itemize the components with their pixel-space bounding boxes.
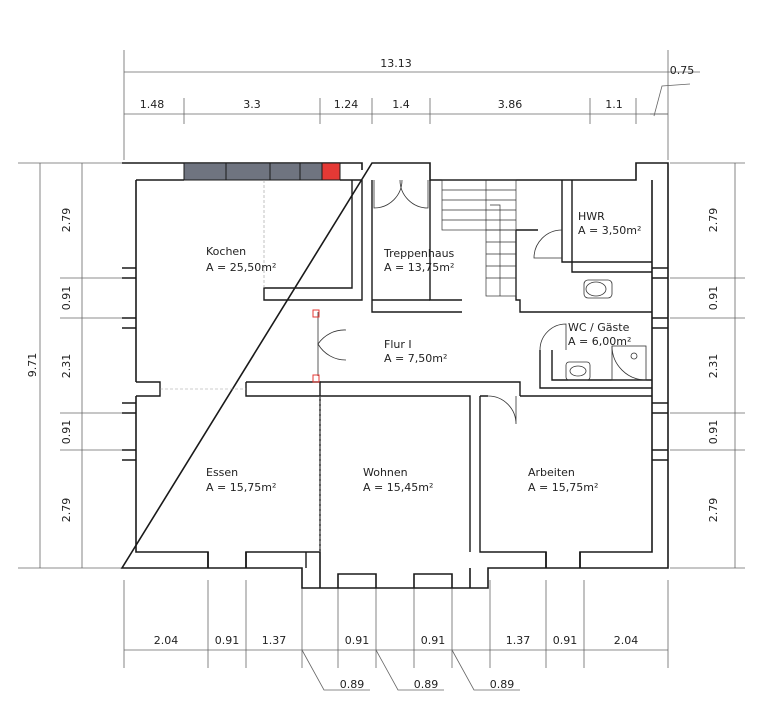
room-name-treppenhaus: Treppenhaus (383, 247, 455, 260)
dim-overall-width: 13.13 (380, 57, 412, 70)
room-area-arbeiten: A = 15,75m² (528, 481, 598, 494)
dim-bottom-1: 2.04 (154, 634, 179, 647)
room-area-treppenhaus: A = 13,75m² (384, 261, 454, 274)
chimney (321, 162, 341, 181)
dim-top-2: 3.3 (243, 98, 261, 111)
kitchen-counter (183, 162, 323, 181)
dim-bottom-offset-1: 0.89 (340, 678, 365, 691)
opening-lines (160, 180, 321, 552)
room-name-wc: WC / Gäste (568, 321, 630, 334)
room-name-flur: Flur I (384, 338, 412, 351)
dim-top-6: 1.1 (605, 98, 623, 111)
doors (317, 179, 567, 425)
dim-bottom-3: 1.37 (262, 634, 287, 647)
room-labels: Kochen A = 25,50m² Treppenhaus A = 13,75… (206, 210, 641, 494)
room-name-kochen: Kochen (206, 245, 246, 258)
staircase (441, 179, 517, 297)
room-area-wc: A = 6,00m² (568, 335, 631, 348)
dim-bottom-7: 0.91 (553, 634, 578, 647)
room-name-wohnen: Wohnen (363, 466, 408, 479)
sanitary-fixtures (565, 279, 647, 381)
dim-top-5: 3.86 (498, 98, 523, 111)
inner-walls (136, 180, 652, 568)
dim-left-5: 2.79 (60, 498, 73, 523)
room-name-essen: Essen (206, 466, 238, 479)
dim-right-5: 2.79 (707, 498, 720, 523)
dim-left-3: 2.31 (60, 354, 73, 379)
dim-left-4: 0.91 (60, 420, 73, 445)
dim-right-4: 0.91 (707, 420, 720, 445)
sink-icon (565, 361, 591, 381)
dimension-labels: 13.13 0.75 1.48 3.3 1.24 1.4 3.86 1.1 9.… (26, 57, 720, 691)
dim-left-1: 2.79 (60, 208, 73, 233)
dim-top-4: 1.4 (392, 98, 410, 111)
dim-overall-height: 9.71 (26, 353, 39, 378)
dimension-lines (18, 50, 745, 691)
room-name-arbeiten: Arbeiten (528, 466, 575, 479)
room-area-hwr: A = 3,50m² (578, 224, 641, 237)
dim-bottom-6: 1.37 (506, 634, 531, 647)
dim-bottom-5: 0.91 (421, 634, 446, 647)
room-area-wohnen: A = 15,45m² (363, 481, 433, 494)
dim-top-3: 1.24 (334, 98, 359, 111)
dim-right-1: 2.79 (707, 208, 720, 233)
dim-bottom-8: 2.04 (614, 634, 639, 647)
dim-right-2: 0.91 (707, 286, 720, 311)
toilet-icon (583, 279, 613, 299)
dim-bottom-offset-2: 0.89 (414, 678, 439, 691)
dim-top-1: 1.48 (140, 98, 165, 111)
dim-right-3: 2.31 (707, 354, 720, 379)
door-frame-mark (312, 374, 320, 383)
door-frame-mark (312, 309, 320, 318)
dim-left-2: 0.91 (60, 286, 73, 311)
dim-bottom-2: 0.91 (215, 634, 240, 647)
shower-icon (611, 345, 647, 381)
room-area-essen: A = 15,75m² (206, 481, 276, 494)
room-area-kochen: A = 25,50m² (206, 261, 276, 274)
dim-bottom-4: 0.91 (345, 634, 370, 647)
room-name-hwr: HWR (578, 210, 605, 223)
room-area-flur: A = 7,50m² (384, 352, 447, 365)
dim-overhang: 0.75 (670, 64, 695, 77)
dim-bottom-offset-3: 0.89 (490, 678, 515, 691)
